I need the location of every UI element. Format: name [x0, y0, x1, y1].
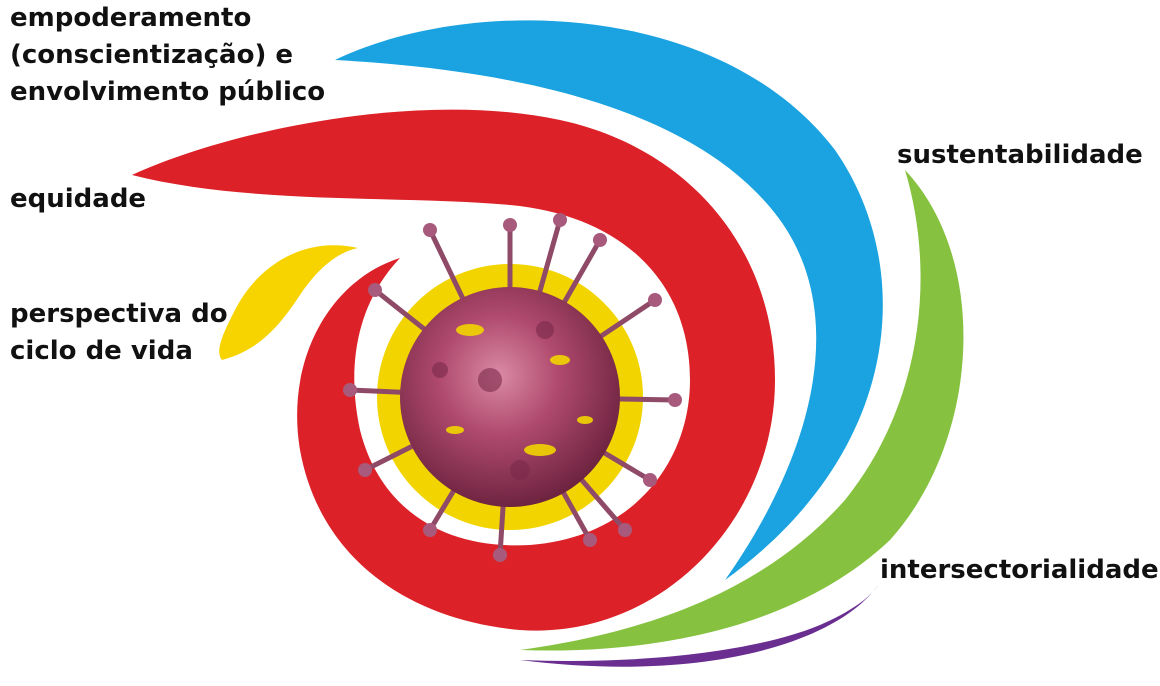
label-sustentabilidade: sustentabilidade [897, 137, 1143, 174]
label-empoderamento-line-3: envolvimento público [10, 74, 325, 111]
label-perspectiva: perspectiva do ciclo de vida [10, 296, 228, 370]
label-perspectiva-line-1: perspectiva do [10, 296, 228, 333]
label-intersectorialidade: intersectorialidade [880, 552, 1159, 589]
label-empoderamento: empoderamento (conscientização) e envolv… [10, 0, 325, 111]
label-equidade: equidade [10, 181, 146, 218]
label-perspectiva-line-2: ciclo de vida [10, 333, 228, 370]
label-empoderamento-line-2: (conscientização) e [10, 37, 325, 74]
label-empoderamento-line-1: empoderamento [10, 0, 325, 37]
